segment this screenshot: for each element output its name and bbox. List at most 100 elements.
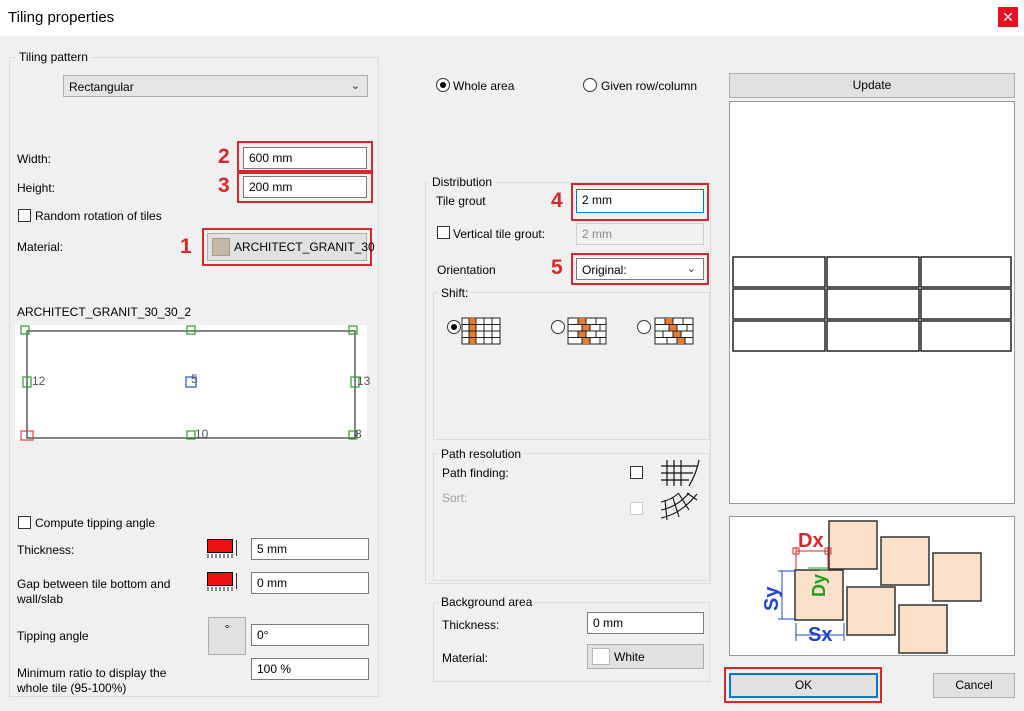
- tipping-angle-icon[interactable]: °: [208, 617, 246, 655]
- preview-point-label: 5: [191, 372, 198, 386]
- whole-area-label: Whole area: [453, 79, 515, 93]
- thickness-swatch-icon: [207, 539, 237, 558]
- orientation-value: Original:: [582, 263, 627, 277]
- gap-label: Gap between tile bottom and: [17, 577, 171, 591]
- dx-label: Dx: [798, 530, 824, 552]
- width-label: Width:: [17, 152, 52, 166]
- vertical-grout-checkbox[interactable]: [437, 226, 450, 239]
- tipping-thickness-label: Thickness:: [17, 543, 75, 557]
- update-button[interactable]: Update: [729, 73, 1015, 98]
- material-highlight: [202, 228, 372, 266]
- cancel-button[interactable]: Cancel: [933, 673, 1015, 698]
- pattern-value: Rectangular: [69, 80, 134, 94]
- grout-diagram-panel: Dx Dy Sy Sx: [729, 516, 1015, 656]
- background-thickness-input[interactable]: 0 mm: [587, 612, 704, 634]
- orientation-select[interactable]: Original: ⌄: [576, 258, 704, 280]
- grid-path-icon: [661, 459, 700, 487]
- preview-point-label: 10: [195, 427, 209, 441]
- tile-grid-preview: [732, 256, 1012, 352]
- whole-area-radio[interactable]: [436, 78, 450, 92]
- material-value: ARCHITECT_GRANIT_30: [234, 240, 375, 254]
- compute-tipping-checkbox[interactable]: [18, 516, 31, 529]
- stepped-bond-icon: [654, 317, 694, 345]
- shift-half-radio[interactable]: [551, 320, 565, 334]
- compute-tipping-label: Compute tipping angle: [35, 516, 156, 530]
- dy-label: Dy: [809, 574, 829, 597]
- annotation-3: 3: [218, 174, 230, 197]
- background-material-button[interactable]: White: [587, 644, 704, 669]
- sy-label: Sy: [761, 586, 783, 611]
- background-material-value: White: [614, 650, 645, 664]
- sx-label: Sx: [808, 624, 832, 646]
- background-area-group: [433, 602, 710, 682]
- shift-step-radio[interactable]: [637, 320, 651, 334]
- preview-point-label: 12: [32, 374, 46, 388]
- orientation-highlight: [571, 253, 709, 285]
- stack-bond-icon: [461, 317, 501, 345]
- material-name-label: ARCHITECT_GRANIT_30_30_2: [17, 305, 192, 319]
- material-button[interactable]: ARCHITECT_GRANIT_30: [207, 233, 375, 261]
- width-input[interactable]: 600 mm: [243, 147, 367, 169]
- min-ratio-label: Minimum ratio to display the: [17, 666, 167, 680]
- shift-group: [433, 292, 710, 440]
- min-ratio-input[interactable]: 100 %: [251, 658, 369, 680]
- tipping-angle-input[interactable]: 0°: [251, 624, 369, 646]
- annotation-5: 5: [551, 256, 563, 279]
- given-row-column-radio[interactable]: [583, 78, 597, 92]
- preview-point-label: 13: [357, 374, 371, 388]
- shift-label: Shift:: [438, 286, 472, 300]
- background-material-label: Material:: [442, 651, 489, 665]
- tipping-thickness-input[interactable]: 5 mm: [251, 538, 369, 560]
- random-rotation-checkbox[interactable]: [18, 209, 31, 222]
- height-label: Height:: [17, 181, 56, 195]
- path-finding-checkbox[interactable]: [630, 466, 643, 479]
- gap-label-line2: wall/slab: [17, 592, 64, 606]
- gap-swatch-icon: [207, 572, 237, 591]
- min-ratio-label-line2: whole tile (95-100%): [17, 681, 127, 695]
- tile-grout-label: Tile grout: [436, 194, 486, 208]
- tile-grout-input[interactable]: 2 mm: [576, 189, 704, 213]
- width-highlight: [237, 141, 373, 172]
- tiling-pattern-group: [9, 57, 379, 697]
- vertical-grout-input[interactable]: 2 mm: [576, 223, 704, 245]
- pattern-select[interactable]: Rectangular ⌄: [63, 75, 368, 97]
- background-thickness-label: Thickness:: [442, 618, 500, 632]
- running-bond-icon: [567, 317, 607, 345]
- white-swatch: [592, 648, 610, 665]
- close-button[interactable]: ✕: [998, 7, 1018, 27]
- preview-point-label: 8: [355, 427, 362, 441]
- background-area-label: Background area: [438, 595, 536, 609]
- window-title: Tiling properties: [8, 9, 115, 26]
- tiling-pattern-label: Tiling pattern: [16, 50, 91, 64]
- orientation-label: Orientation: [437, 263, 496, 277]
- chevron-down-icon: ⌄: [350, 80, 360, 92]
- height-input[interactable]: 200 mm: [243, 176, 367, 198]
- chevron-down-icon: ⌄: [686, 263, 696, 275]
- ok-button[interactable]: OK: [729, 673, 878, 698]
- ok-highlight: [724, 667, 882, 703]
- shift-none-radio[interactable]: [447, 320, 461, 334]
- annotation-4: 4: [551, 189, 563, 212]
- curved-path-icon: [660, 492, 698, 521]
- annotation-2: 2: [218, 145, 230, 168]
- tile-grout-highlight: [571, 183, 709, 221]
- sort-checkbox[interactable]: [630, 502, 643, 515]
- random-rotation-label: Random rotation of tiles: [35, 209, 162, 223]
- annotation-1: 1: [180, 235, 192, 258]
- title-bar: [0, 0, 1024, 36]
- sort-label: Sort:: [442, 491, 468, 505]
- material-label: Material:: [17, 240, 64, 254]
- distribution-group: [425, 182, 711, 584]
- gap-input[interactable]: 0 mm: [251, 572, 369, 594]
- grout-diagram: Dx Dy Sy Sx: [761, 520, 982, 654]
- given-row-column-label: Given row/column: [601, 79, 698, 93]
- material-swatch: [212, 238, 230, 256]
- path-finding-label: Path finding:: [442, 466, 509, 480]
- pattern-preview-panel: [729, 101, 1015, 504]
- tile-shape-preview: 12 5 13 10 8: [15, 325, 371, 441]
- height-highlight: [237, 172, 373, 203]
- distribution-label: Distribution: [429, 175, 496, 189]
- path-resolution-group: [433, 453, 710, 581]
- tipping-angle-label: Tipping angle: [17, 629, 89, 643]
- path-resolution-label: Path resolution: [438, 447, 525, 461]
